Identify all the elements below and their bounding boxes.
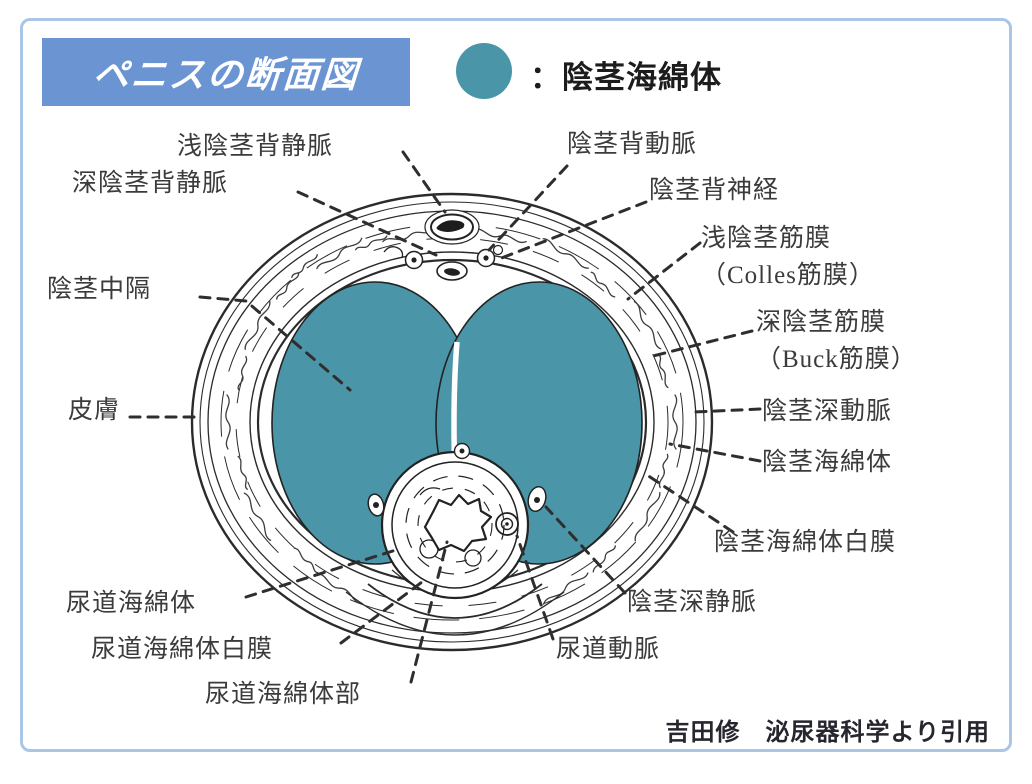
legend-circle xyxy=(456,43,512,99)
leader-septum xyxy=(198,295,352,392)
leader-corpus-spongiosum xyxy=(244,547,401,599)
label-dorsal-nerve: 陰茎背神経 xyxy=(649,177,780,204)
label-skin: 皮膚 xyxy=(68,397,121,424)
label-corpus-cavernosum: 陰茎海綿体 xyxy=(762,449,893,476)
label-dorsal-artery: 陰茎背動脈 xyxy=(567,131,698,158)
superficial-dorsal-vein-shape xyxy=(436,220,465,232)
urethra-lumen xyxy=(423,493,493,553)
label-superficial-dorsal-vein: 浅陰茎背静脈 xyxy=(177,133,334,160)
label-deep-penile-fascia: 深陰茎筋膜（Buck筋膜） xyxy=(756,309,917,373)
leader-deep-penile-fascia xyxy=(651,329,754,358)
leader-dorsal-nerve xyxy=(497,200,648,261)
label-spongy-urethra: 尿道海綿体部 xyxy=(205,681,362,708)
label-deep-dorsal-vein: 深陰茎背静脈 xyxy=(72,170,229,197)
label-deep-penile-vein: 陰茎深静脈 xyxy=(627,589,758,616)
dorsal-vessels xyxy=(383,209,504,281)
title-box: ペニスの断面図 xyxy=(42,38,410,106)
label-tunica-albuginea-spongiosum: 尿道海綿体白膜 xyxy=(91,636,274,663)
deep-penile-veins xyxy=(367,442,547,517)
urethral-artery-shape xyxy=(495,512,519,536)
label-tunica-albuginea-cavernosum: 陰茎海綿体白膜 xyxy=(714,529,897,556)
leader-deep-penile-artery xyxy=(692,407,762,414)
corpus-spongiosum-shape xyxy=(380,450,530,600)
leader-corpus-cavernosum xyxy=(668,442,762,463)
leader-tunica-albuginea-spongiosum xyxy=(339,577,428,645)
label-urethral-artery: 尿道動脈 xyxy=(556,636,661,663)
leader-lines xyxy=(128,150,762,684)
label-deep-penile-artery: 陰茎深動脈 xyxy=(762,398,893,425)
leader-urethral-artery xyxy=(515,534,555,641)
leader-tunica-albuginea-cavernosum xyxy=(642,471,735,534)
citation: 吉田修 泌尿器科学より引用 xyxy=(665,719,990,746)
leader-superficial-dorsal-vein xyxy=(401,150,447,214)
label-corpus-spongiosum: 尿道海綿体 xyxy=(66,590,197,617)
leader-spongy-urethra xyxy=(409,540,449,684)
leader-deep-dorsal-vein xyxy=(296,190,438,257)
label-superficial-penile-fascia: 浅陰茎筋膜（Colles筋膜） xyxy=(701,225,875,289)
leader-deep-penile-vein xyxy=(544,505,627,595)
leader-dorsal-artery xyxy=(487,164,569,252)
page-title: ペニスの断面図 xyxy=(91,54,361,95)
label-septum: 陰茎中隔 xyxy=(47,276,152,303)
leader-superficial-penile-fascia xyxy=(626,241,702,301)
legend-swatch xyxy=(456,43,512,99)
legend-label: ：陰茎海綿体 xyxy=(530,60,722,95)
